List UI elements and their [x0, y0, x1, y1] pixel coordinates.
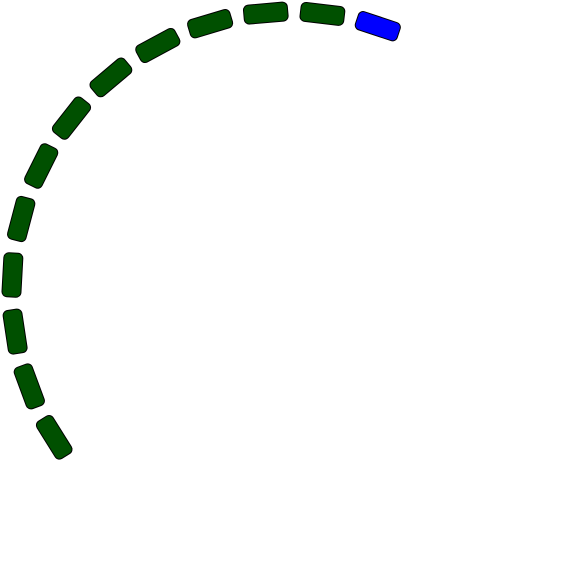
- arc-segment: [51, 96, 92, 140]
- arc-segment: [242, 1, 289, 25]
- arc-segment: [299, 1, 346, 26]
- arc-segment: [7, 195, 36, 243]
- arc-segments: [1, 1, 401, 460]
- arc-segment: [13, 363, 45, 410]
- arc-segment: [2, 308, 28, 355]
- arc-segment-active: [354, 11, 401, 42]
- arc-segment: [1, 252, 24, 298]
- arc-segment: [135, 27, 181, 64]
- arc-segment: [35, 414, 73, 460]
- arc-segment: [24, 143, 59, 189]
- arc-segment: [187, 9, 234, 39]
- arc-segment: [89, 57, 133, 98]
